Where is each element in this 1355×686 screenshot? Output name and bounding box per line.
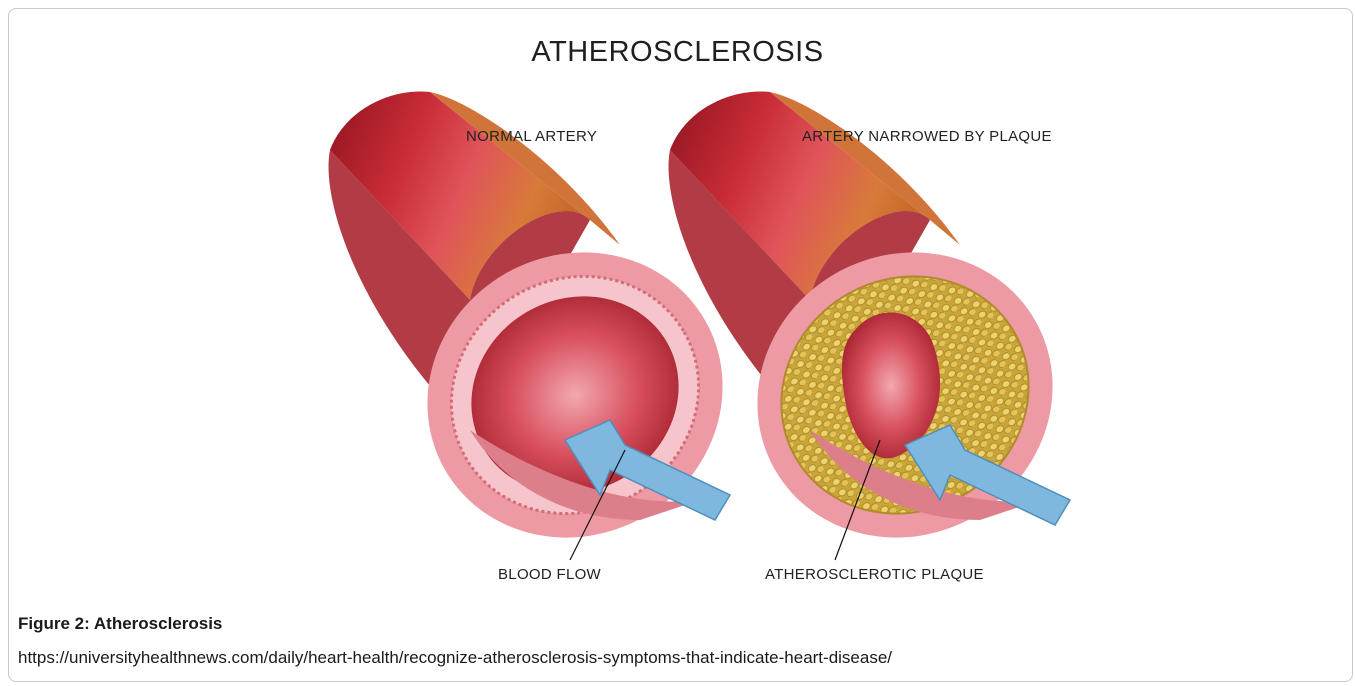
normal-artery-label: NORMAL ARTERY xyxy=(466,128,597,145)
narrowed-artery-label: ARTERY NARROWED BY PLAQUE xyxy=(802,128,1052,145)
figure-title: ATHEROSCLEROSIS xyxy=(0,36,1355,69)
figure-source-url[interactable]: https://universityhealthnews.com/daily/h… xyxy=(18,648,892,668)
artery-illustration-svg xyxy=(0,0,1355,600)
blood-flow-label: BLOOD FLOW xyxy=(498,566,601,583)
plaque-label: ATHEROSCLEROTIC PLAQUE xyxy=(765,566,984,583)
atherosclerosis-illustration xyxy=(0,0,1355,600)
figure-caption-title: Figure 2: Atherosclerosis xyxy=(18,614,222,634)
